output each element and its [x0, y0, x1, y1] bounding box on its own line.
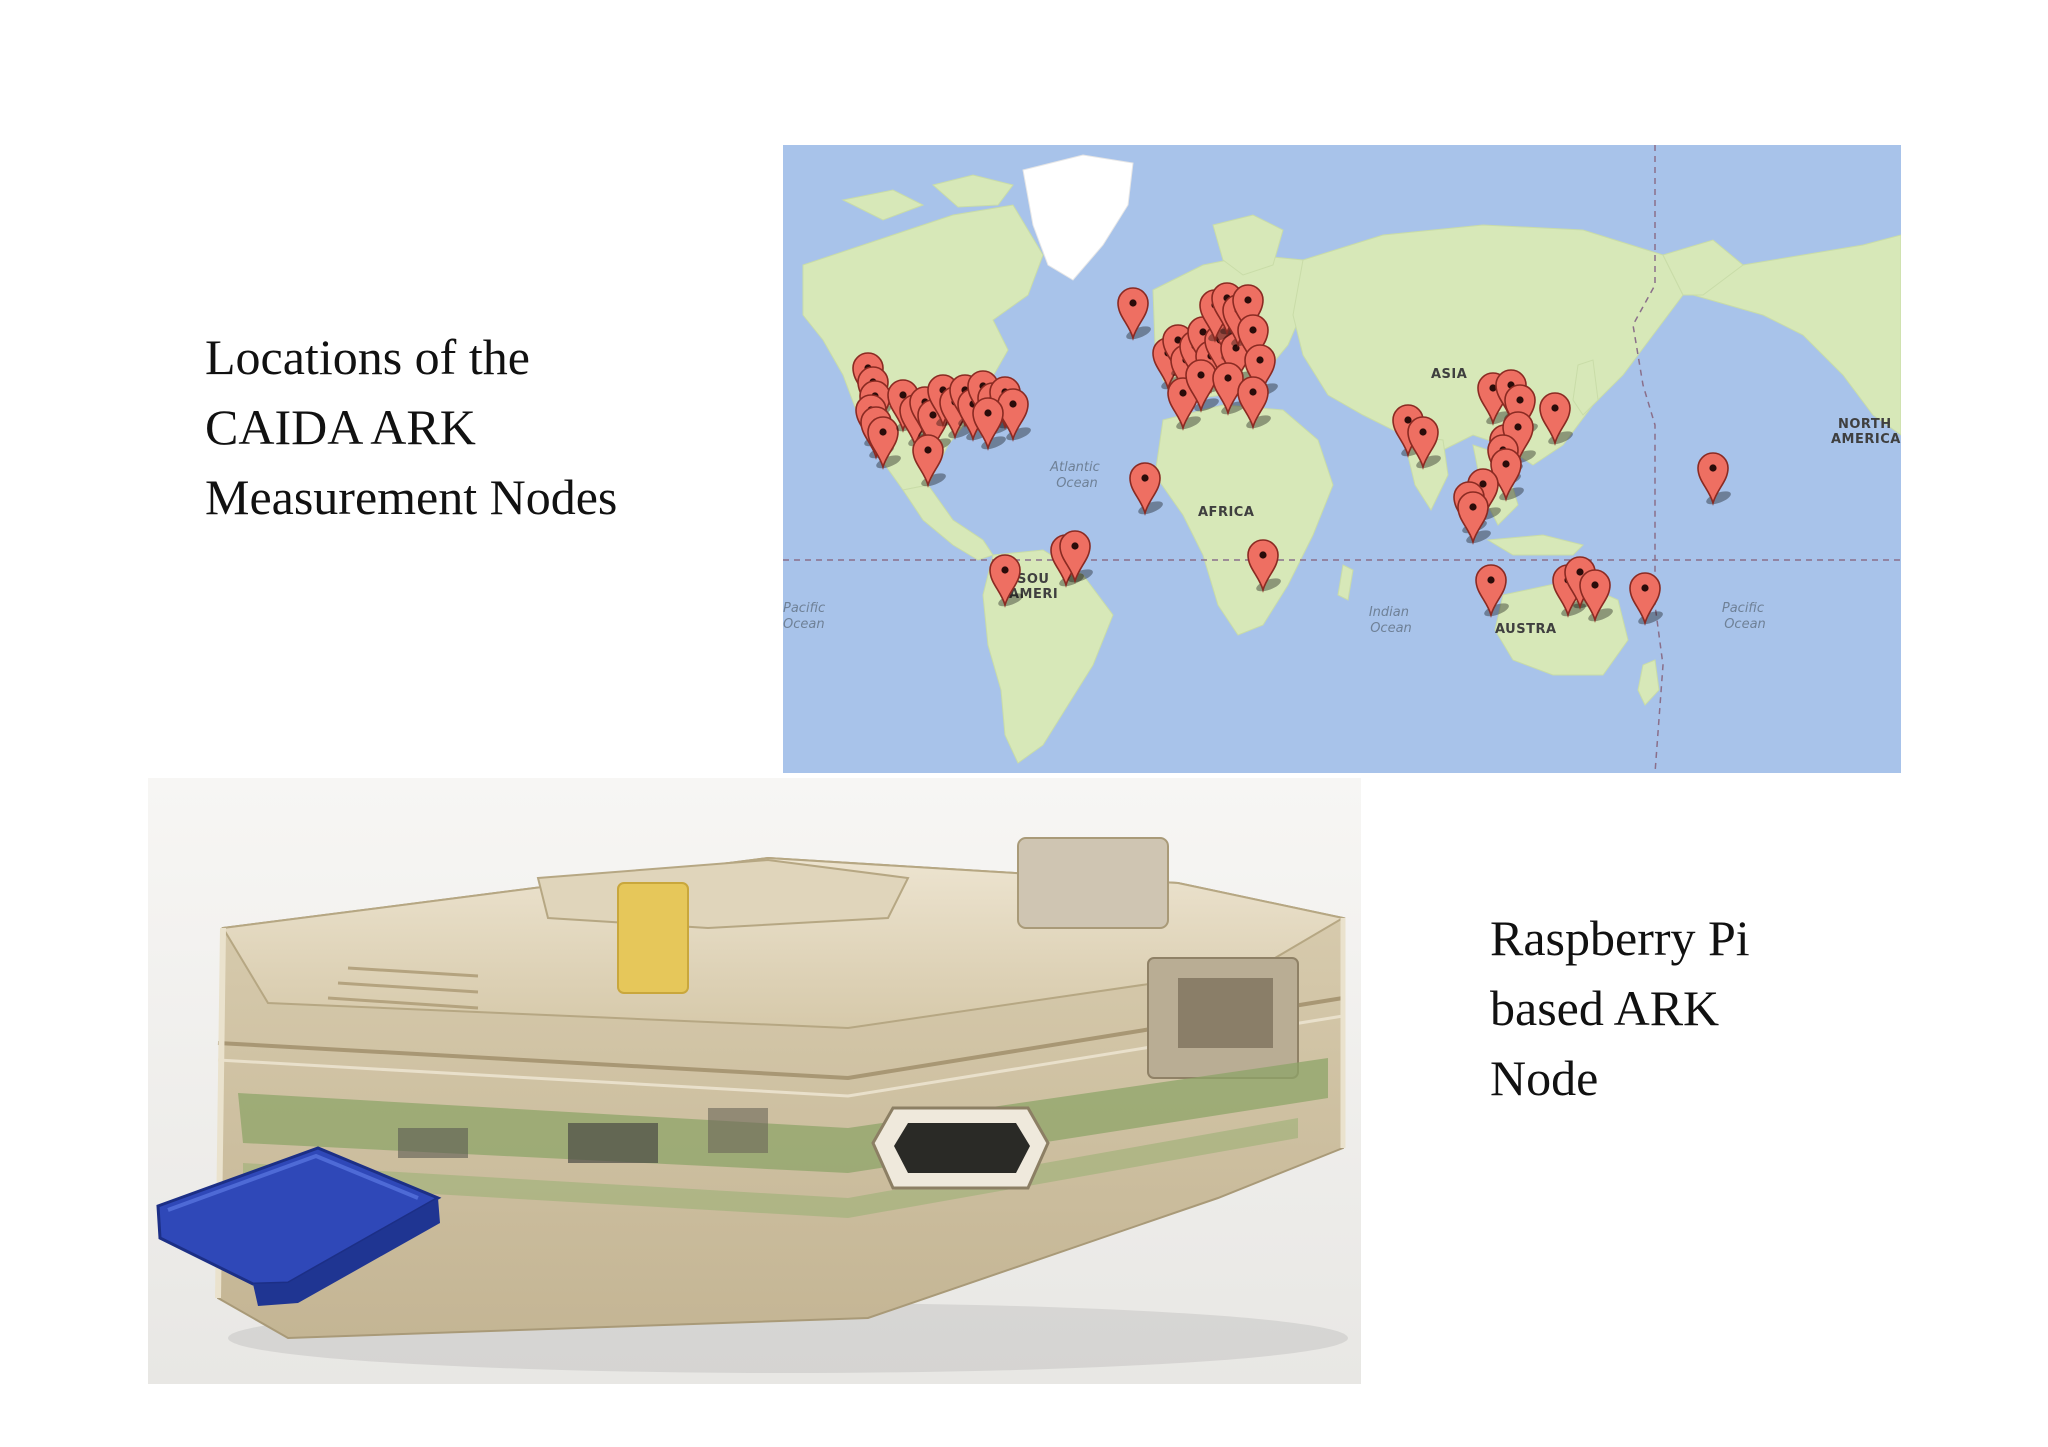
- map-caption-line-3: Measurement Nodes: [205, 469, 618, 525]
- greenland: [1022, 154, 1134, 281]
- map-caption-line-1: Locations of the: [205, 329, 530, 385]
- device-caption: Raspberry Pi based ARK Node: [1490, 903, 1750, 1113]
- map-caption-line-2: CAIDA ARK: [205, 399, 476, 455]
- africa-label: AFRICA: [1198, 505, 1254, 520]
- map-caption: Locations of the CAIDA ARK Measurement N…: [205, 322, 617, 532]
- raspberry-pi-photo: [148, 778, 1361, 1384]
- indian-ocean-label: Indian Ocean: [1369, 605, 1413, 636]
- device-caption-line-2: based ARK: [1490, 980, 1720, 1036]
- date-line: [1632, 145, 1664, 773]
- pacific-ocean-label-left: Pacific Ocean: [783, 601, 829, 632]
- land-masses: [802, 174, 1901, 764]
- world-map: Atlantic Ocean Pacific Ocean Indian Ocea…: [783, 145, 1901, 773]
- raspberry-pi-case-icon: [148, 778, 1361, 1384]
- pacific-ocean-label-right: Pacific Ocean: [1722, 601, 1768, 632]
- device-caption-line-1: Raspberry Pi: [1490, 910, 1750, 966]
- device-caption-line-3: Node: [1490, 1050, 1599, 1106]
- atlantic-ocean-label: Atlantic Ocean: [1049, 460, 1104, 491]
- north-america-label: NORTH AMERICA: [1831, 417, 1901, 447]
- australia-label: AUSTRA: [1495, 622, 1557, 637]
- asia-label: ASIA: [1431, 367, 1467, 382]
